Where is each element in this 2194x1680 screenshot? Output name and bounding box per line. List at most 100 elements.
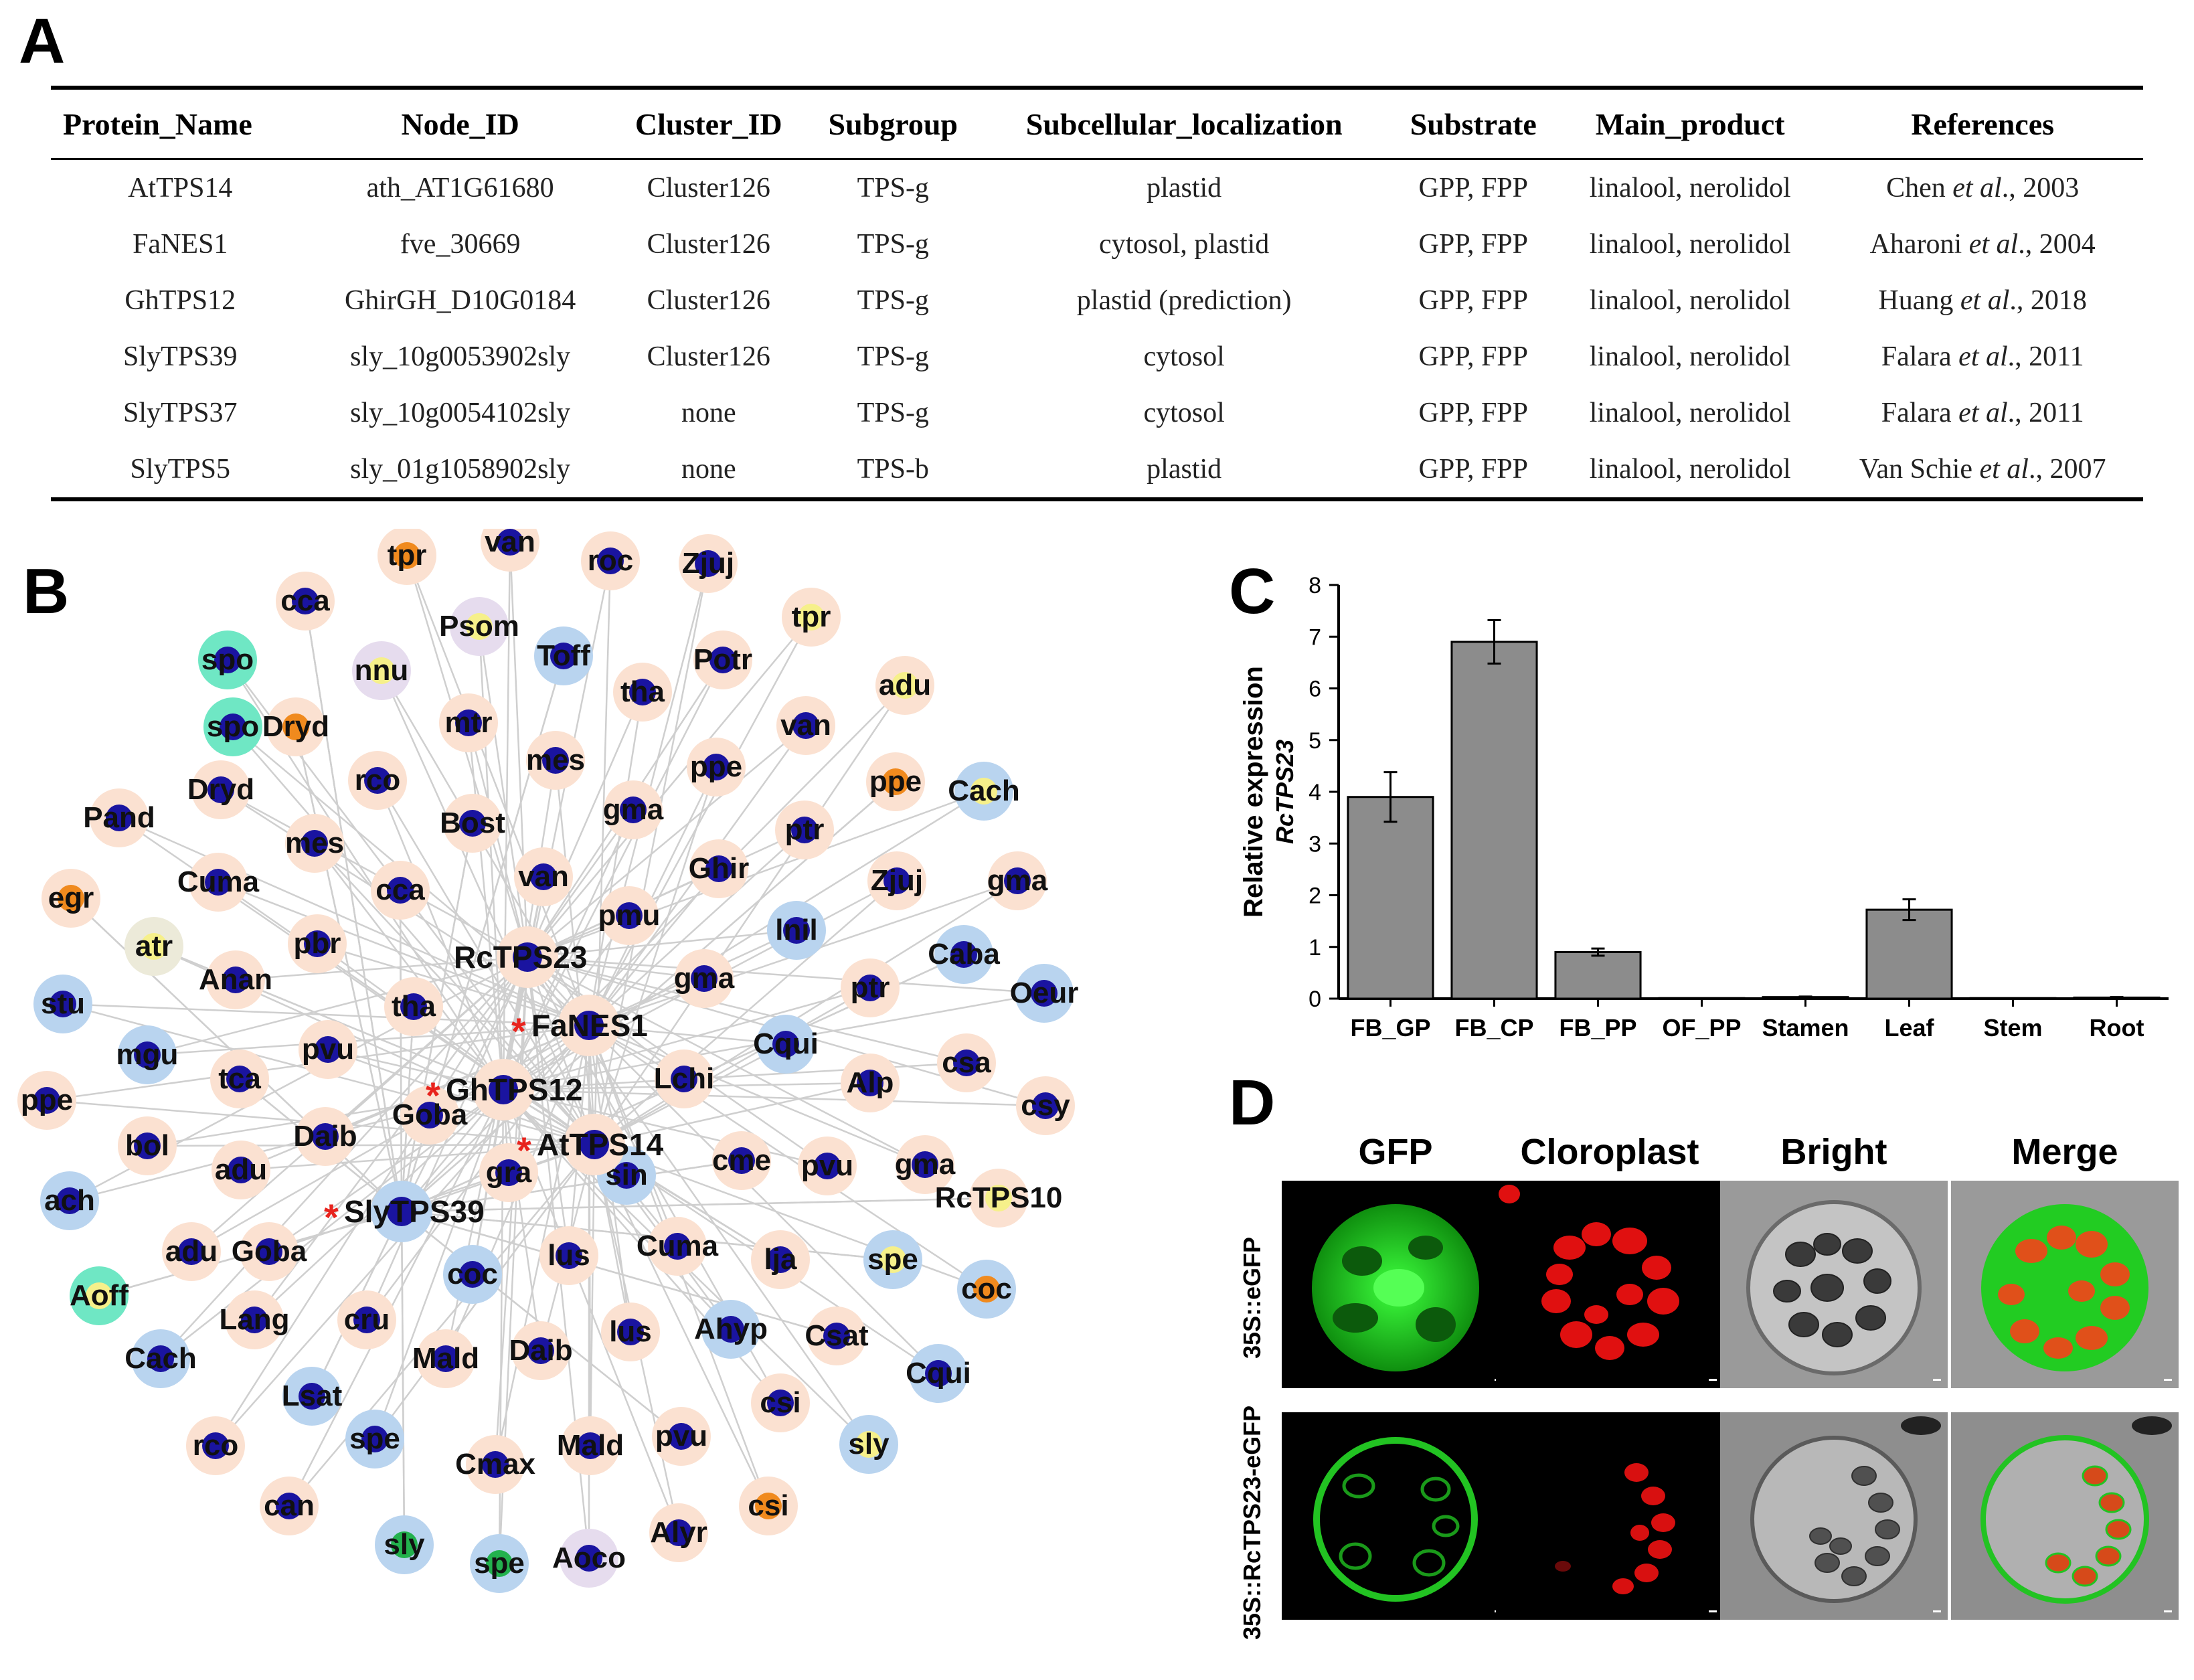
node-dot — [301, 830, 328, 857]
node-dot — [703, 754, 730, 780]
ref-etal: et al — [1968, 229, 2019, 260]
cell-substrate: GPP, FPP — [1418, 285, 1529, 316]
micrograph-egfp-gfp — [1282, 1181, 1509, 1388]
protein-table: Protein_Name Node_ID Cluster_ID Subgroup… — [51, 86, 2143, 501]
network-edge — [527, 956, 926, 1166]
bar — [1865, 908, 1953, 1000]
hub-label: GhTPS12 — [446, 1072, 583, 1107]
cell-product: linalool, nerolidol — [1589, 454, 1791, 485]
network-edge — [527, 956, 967, 1064]
cell-node: sly_10g0054102sly — [350, 398, 571, 428]
network-edge — [406, 555, 529, 958]
node-dot — [616, 902, 643, 929]
network-node: Lsat — [282, 1367, 343, 1426]
node-dot — [791, 817, 818, 843]
node-label: adu — [879, 669, 931, 701]
micrograph-rctps23-bright — [1720, 1412, 1948, 1620]
node-label: csi — [748, 1489, 788, 1522]
y-tick-label: 4 — [1309, 780, 1321, 805]
hub-label: RcTPS23 — [454, 940, 587, 975]
node-dot — [304, 930, 331, 957]
panel-a-label: A — [19, 5, 66, 77]
node-label: Caba — [928, 938, 1000, 971]
node-label: csy — [1021, 1089, 1070, 1122]
network-node: gma — [895, 1135, 956, 1194]
node-label: Dryd — [262, 710, 329, 743]
header-references: References — [1911, 106, 2055, 141]
node-label: ptr — [785, 813, 825, 846]
hub-star-marker: * — [517, 1129, 531, 1171]
micrograph-rctps23-chloroplast — [1496, 1412, 1723, 1620]
node-dot — [668, 1423, 695, 1450]
network-edge — [220, 788, 528, 958]
network-edge — [588, 829, 805, 1026]
network-edge — [526, 691, 644, 958]
node-dot — [134, 1132, 161, 1159]
header-protein-name: Protein_Name — [63, 106, 252, 141]
network-node: gma — [674, 949, 735, 1008]
node-dot — [576, 1545, 602, 1572]
node-label: cca — [280, 584, 330, 617]
network-node: cca — [276, 572, 335, 631]
node-dot — [312, 1123, 339, 1150]
node-label: pmu — [598, 899, 661, 932]
cell-cluster: Cluster126 — [647, 173, 770, 203]
node-dot — [497, 529, 523, 556]
ref-year: ., 2004 — [2018, 229, 2096, 260]
network-node: tpr — [377, 529, 436, 585]
network-node: stu — [33, 975, 92, 1033]
network-edge — [588, 1024, 926, 1166]
ref-year: ., 2011 — [2007, 398, 2084, 428]
node-label: ppe — [869, 765, 922, 798]
node-label: Pand — [83, 801, 155, 834]
x-tick-label: OF_PP — [1662, 1014, 1741, 1041]
cell-localization: plastid (prediction) — [1076, 285, 1292, 316]
hub-dot — [580, 1130, 609, 1159]
node-label: lus — [609, 1315, 652, 1348]
ref-etal: et al — [1979, 454, 2029, 485]
node-dot — [364, 767, 391, 794]
node-dot — [620, 796, 647, 823]
network-hubs: RcTPS23*FaNES1*GhTPS12*AtTPS14*SlyTPS39 — [324, 926, 664, 1242]
network-hub: *SlyTPS39 — [324, 1181, 485, 1242]
cell-cluster: Cluster126 — [647, 341, 770, 372]
ref-author: Huang — [1878, 285, 1960, 316]
network-node: Caba — [928, 925, 1000, 984]
network-edge — [588, 1024, 786, 1045]
ref-etal: et al — [1958, 398, 2008, 428]
network-node: can — [260, 1477, 319, 1535]
network-node: adu — [875, 656, 934, 715]
node-dot — [665, 1519, 692, 1546]
ref-etal: et al — [1952, 173, 2002, 203]
node-label: Alp — [847, 1066, 894, 1099]
node-label: mtr — [445, 706, 493, 739]
network-node: sly — [839, 1415, 898, 1474]
network-edge — [527, 929, 797, 958]
cell-substrate: GPP, FPP — [1418, 229, 1529, 260]
ref-year: ., 2011 — [2007, 341, 2084, 372]
node-dot — [495, 1159, 522, 1186]
node-label: cru — [344, 1303, 390, 1336]
network-node: atr — [124, 917, 183, 976]
node-dot — [671, 1066, 697, 1092]
network-node: Dryd — [187, 760, 254, 819]
network-node: Aoff — [70, 1266, 129, 1325]
node-dot — [814, 1153, 841, 1179]
node-dot — [361, 1426, 388, 1452]
node-label: Cach — [948, 774, 1020, 807]
col-label-merge: Merge — [2011, 1132, 2118, 1172]
node-dot — [691, 965, 718, 992]
node-label: coc — [447, 1258, 498, 1290]
node-dot — [879, 1246, 906, 1273]
network-edge — [502, 809, 635, 1090]
network-node: ach — [40, 1171, 99, 1230]
y-tick-label: 2 — [1309, 884, 1321, 909]
node-label: rco — [355, 764, 400, 796]
network-node: sly — [375, 1515, 434, 1574]
network-node: Anan — [199, 950, 272, 1009]
col-label-chloroplast: Cloroplast — [1520, 1132, 1699, 1172]
network-node: csi — [739, 1477, 798, 1535]
ref-author: Chen — [1886, 173, 1953, 203]
node-dot — [482, 1451, 509, 1478]
node-dot — [241, 1307, 268, 1333]
